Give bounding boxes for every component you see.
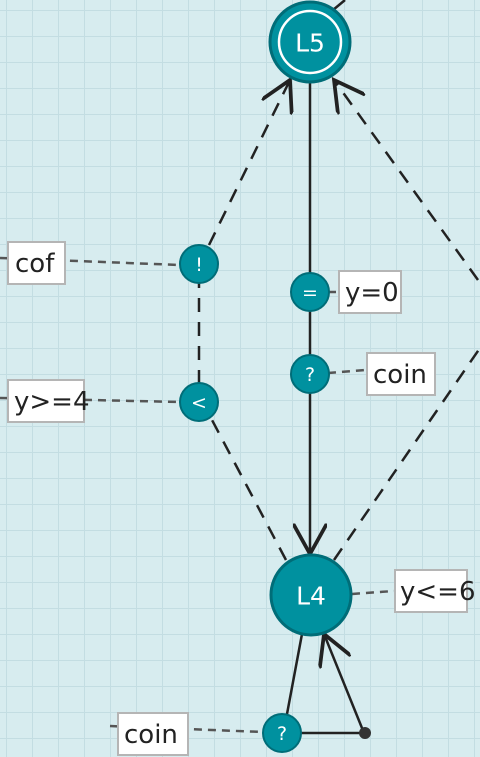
node-bang-label: ! <box>195 254 203 276</box>
node-lt-label: < <box>191 392 207 414</box>
node-eq-label: = <box>302 282 318 304</box>
edge-bang-to-L5 <box>207 80 290 246</box>
edge-dot-to-L4 <box>324 634 366 734</box>
edge-top-into-L5 <box>332 0 346 11</box>
label-cof[interactable]: cof <box>7 241 66 285</box>
edge-L4-to-lt <box>210 419 288 561</box>
label-y-eq-0[interactable]: y=0 <box>338 270 402 314</box>
edge-right-to-L5 <box>334 80 480 281</box>
node-eq[interactable]: = <box>290 272 330 312</box>
link-y-le-6 <box>351 589 395 596</box>
node-bang[interactable]: ! <box>179 244 219 284</box>
label-coin-bottom[interactable]: coin <box>117 712 189 756</box>
node-q1-label: ? <box>305 364 315 386</box>
edge-L4-to-q2 <box>285 633 304 715</box>
edge-L4-to-right <box>332 347 480 561</box>
node-q2[interactable]: ? <box>262 713 302 753</box>
node-lt[interactable]: < <box>179 382 219 422</box>
link-coin-top <box>327 368 367 375</box>
junction-dot <box>359 727 371 739</box>
label-coin-top-text: coin <box>373 360 427 390</box>
label-coin-top[interactable]: coin <box>366 352 436 396</box>
label-y-ge-4[interactable]: y>=4 <box>7 379 90 423</box>
label-y-ge-4-text: y>=4 <box>14 387 90 417</box>
node-q2-label: ? <box>277 723 287 745</box>
label-coin-bottom-text: coin <box>124 720 178 750</box>
location-L5-label: L5 <box>295 29 325 58</box>
label-cof-text: cof <box>15 249 55 279</box>
label-y-le-6[interactable]: y<=6 <box>394 569 476 613</box>
edges <box>197 0 480 735</box>
node-q1[interactable]: ? <box>290 354 330 394</box>
location-L4-label: L4 <box>296 582 326 611</box>
location-L4[interactable]: L4 <box>269 553 353 637</box>
label-y-eq-0-text: y=0 <box>345 278 399 308</box>
label-y-le-6-text: y<=6 <box>400 577 476 607</box>
location-L5[interactable]: L5 <box>268 0 352 84</box>
